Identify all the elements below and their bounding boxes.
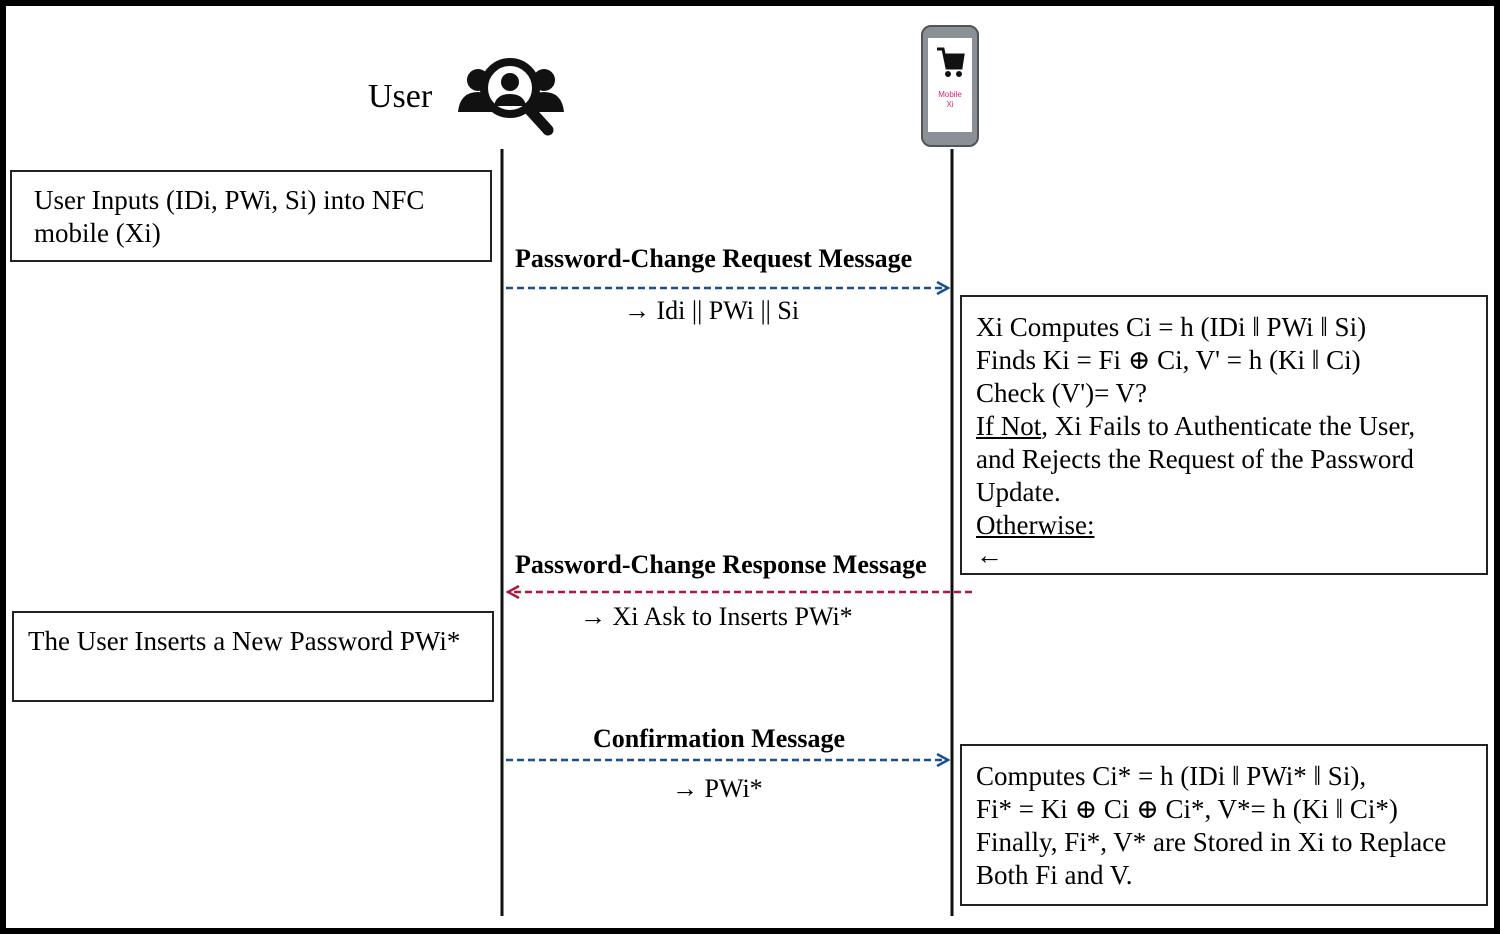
confirmation-message-title: Confirmation Message [593, 724, 846, 753]
cart-icon [935, 46, 965, 85]
response-message-payload: → Xi Ask to Inserts PWi* [580, 602, 853, 631]
request-message-payload: → Idi || PWi || Si [624, 296, 800, 325]
mobile-participant: Mobile Xi [920, 24, 980, 148]
update-box: Computes Ci* = h (IDi ǁ PWi* ǁ Si), Fi* … [960, 744, 1488, 906]
response-message-title: Password-Change Response Message [515, 550, 927, 579]
user-label: User [368, 78, 433, 115]
return-arrow-icon: ← [976, 540, 1003, 570]
mobile-label: Mobile Xi [938, 90, 962, 109]
mobile-phone-icon [921, 25, 979, 147]
user-search-icon [456, 54, 568, 143]
verification-box: Xi Computes Ci = h (IDi ǁ PWi ǁ Si) Find… [960, 295, 1488, 575]
new-password-box: The User Inserts a New Password PWi* [12, 611, 494, 702]
confirmation-message-payload: → PWi* [672, 774, 763, 803]
diagram-lines [500, 149, 972, 916]
request-message-title: Password-Change Request Message [515, 244, 913, 273]
user-inputs-box: User Inputs (IDi, PWi, Si) into NFC mobi… [10, 170, 492, 262]
